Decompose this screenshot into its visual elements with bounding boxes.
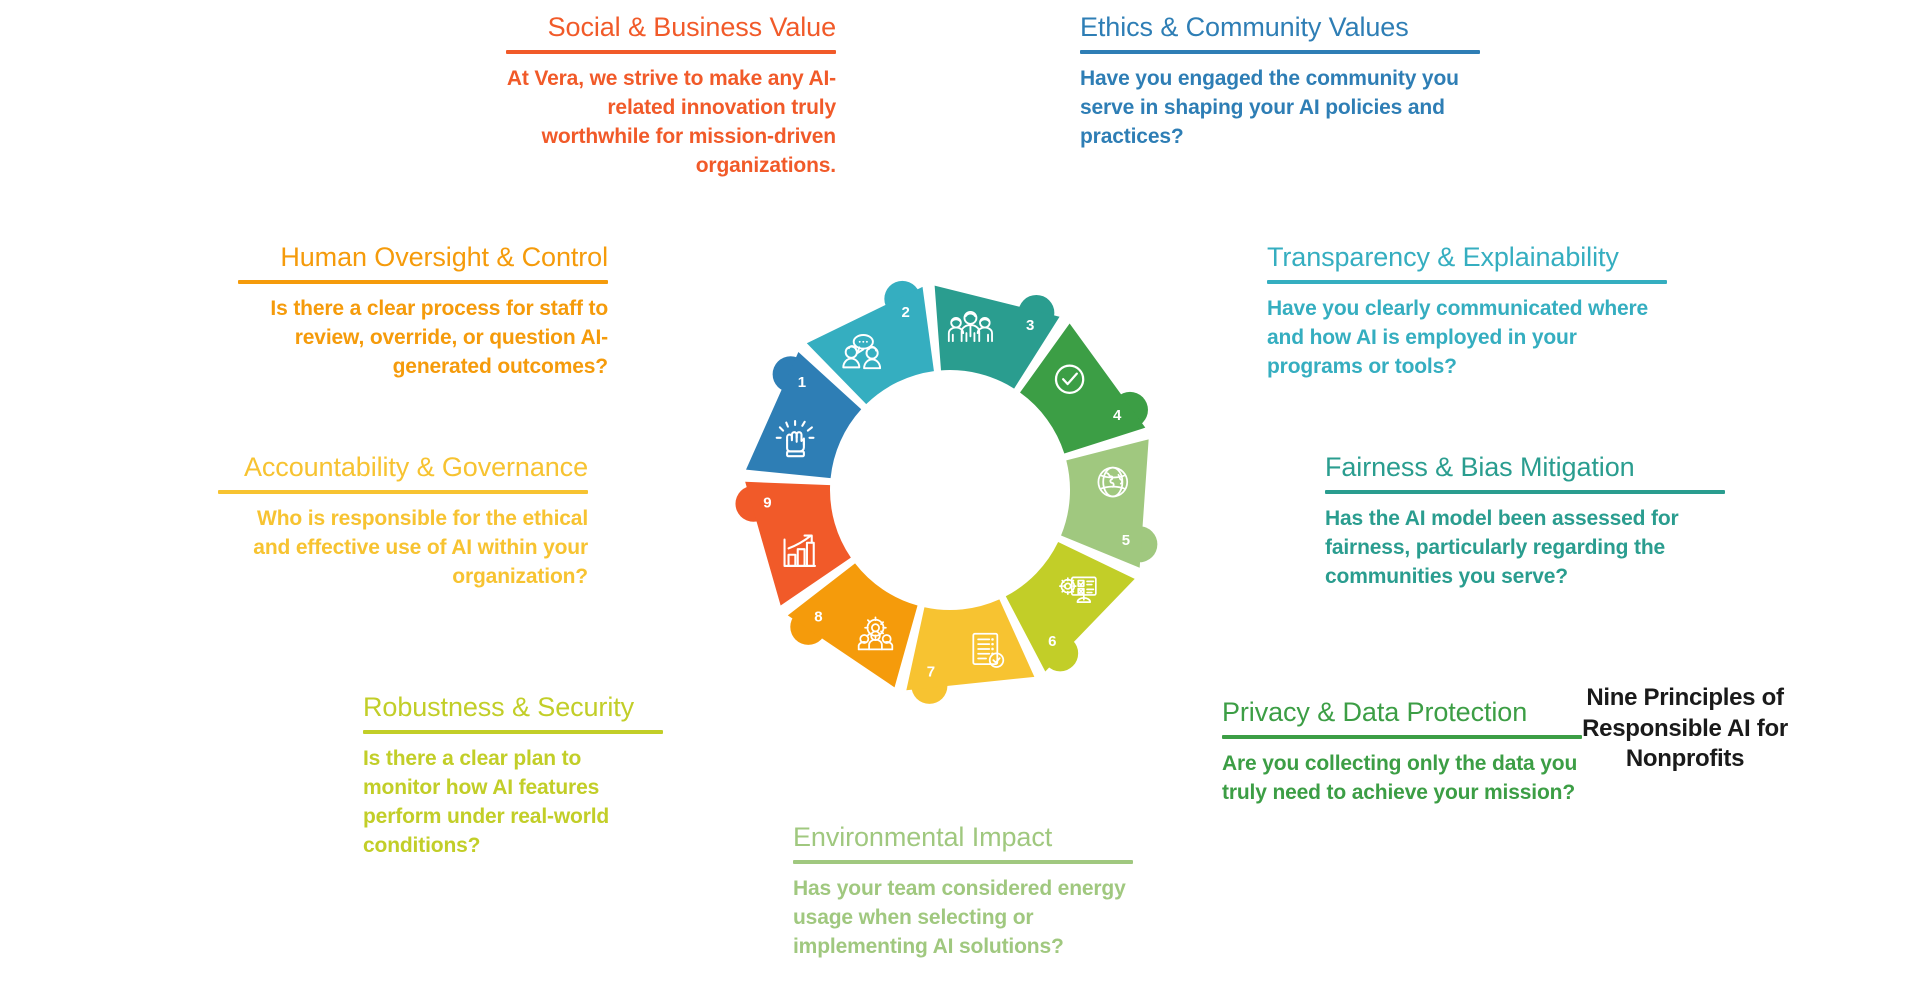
donut-segments: 1 2 3 4 5 6 7 8 9 (735, 280, 1158, 704)
principle-block-environmental-impact: Environmental Impact Has your team consi… (793, 822, 1133, 962)
principle-block-accountability-governance: Accountability & Governance Who is respo… (218, 452, 588, 592)
segment-number: 3 (1026, 317, 1034, 334)
donut-segment-1[interactable]: 1 (746, 352, 862, 479)
principle-body: At Vera, we strive to make any AI-relate… (506, 67, 836, 177)
donut-segment-5[interactable]: 5 (1061, 439, 1158, 568)
donut-segment-8[interactable]: 8 (787, 563, 918, 688)
principle-block-fairness-bias-mitigation: Fairness & Bias Mitigation Has the AI mo… (1325, 452, 1725, 592)
principle-body: Are you collecting only the data you tru… (1222, 752, 1578, 805)
segment-wedge[interactable] (906, 599, 1035, 691)
principle-block-robustness-security: Robustness & Security Is there a clear p… (363, 692, 663, 861)
donut-segment-6[interactable]: 6 (1005, 542, 1135, 672)
principle-heading: Fairness & Bias Mitigation (1325, 452, 1635, 482)
heading-underline (1080, 50, 1480, 55)
heading-underline (1325, 490, 1725, 495)
heading-underline (793, 860, 1133, 865)
segment-wedge[interactable] (746, 352, 862, 479)
principle-body: Has your team considered energy usage wh… (793, 877, 1126, 958)
donut-segment-2[interactable]: 2 (806, 280, 934, 405)
principle-heading: Human Oversight & Control (280, 242, 608, 272)
principle-heading: Ethics & Community Values (1080, 12, 1409, 42)
principle-heading: Transparency & Explainability (1267, 242, 1619, 272)
principle-body: Has the AI model been assessed for fairn… (1325, 507, 1679, 588)
donut-segment-3[interactable]: 3 (934, 285, 1060, 389)
principle-heading: Privacy & Data Protection (1222, 697, 1528, 727)
segment-wedge[interactable] (1020, 323, 1146, 454)
segment-number: 2 (902, 304, 910, 321)
principle-body: Is there a clear process for staff to re… (270, 297, 608, 378)
principles-donut-chart: 1 2 3 4 5 6 7 8 9 Nine Principles of Responsible… (735, 275, 1788, 772)
principle-block-privacy-data-protection: Privacy & Data Protection Are you collec… (1222, 697, 1582, 808)
donut-segment-7[interactable]: 7 (906, 599, 1035, 704)
heading-underline (1267, 280, 1667, 285)
donut-ring-svg: 1 2 3 4 5 6 7 8 9 (735, 280, 1158, 704)
segment-number: 1 (798, 374, 806, 391)
principle-block-human-oversight-control: Human Oversight & Control Is there a cle… (238, 242, 608, 382)
segment-wedge[interactable] (934, 285, 1060, 389)
principle-heading: Social & Business Value (547, 12, 836, 42)
heading-underline (363, 730, 663, 735)
segment-number: 6 (1048, 633, 1056, 650)
heading-underline (1222, 735, 1582, 740)
center-title-line-3: Nonprofits (1625, 745, 1745, 773)
donut-segment-4[interactable]: 4 (1020, 323, 1148, 454)
center-title-line-2: Responsible AI for (1582, 714, 1788, 742)
principle-heading: Robustness & Security (363, 692, 635, 722)
heading-underline (506, 50, 836, 55)
segment-number: 4 (1113, 407, 1122, 424)
segment-wedge[interactable] (787, 563, 918, 688)
segment-wedge[interactable] (1061, 439, 1149, 568)
heading-underline (218, 490, 588, 495)
principle-body: Have you clearly communicated where and … (1267, 297, 1649, 378)
principle-block-social-business-value: Social & Business Value At Vera, we stri… (506, 12, 836, 181)
principle-body: Is there a clear plan to monitor how AI … (363, 747, 610, 857)
segment-number: 5 (1122, 532, 1130, 549)
segment-number: 9 (763, 494, 771, 511)
segment-number: 8 (814, 609, 822, 626)
principle-body: Have you engaged the community you serve… (1080, 67, 1459, 148)
center-title: Nine Principles of Responsible AI for No… (1535, 683, 1835, 775)
donut-segment-9[interactable]: 9 (735, 481, 851, 606)
principle-block-ethics-community-values: Ethics & Community Values Have you engag… (1080, 12, 1480, 152)
principle-block-transparency-explainability: Transparency & Explainability Have you c… (1267, 242, 1667, 382)
heading-underline (238, 280, 608, 285)
segment-number: 7 (927, 664, 935, 681)
principle-heading: Environmental Impact (793, 822, 1053, 852)
principle-body: Who is responsible for the ethical and e… (253, 507, 588, 588)
center-title-line-1: Nine Principles of (1586, 684, 1784, 711)
principle-heading: Accountability & Governance (244, 452, 588, 482)
segment-wedge[interactable] (1005, 542, 1135, 672)
